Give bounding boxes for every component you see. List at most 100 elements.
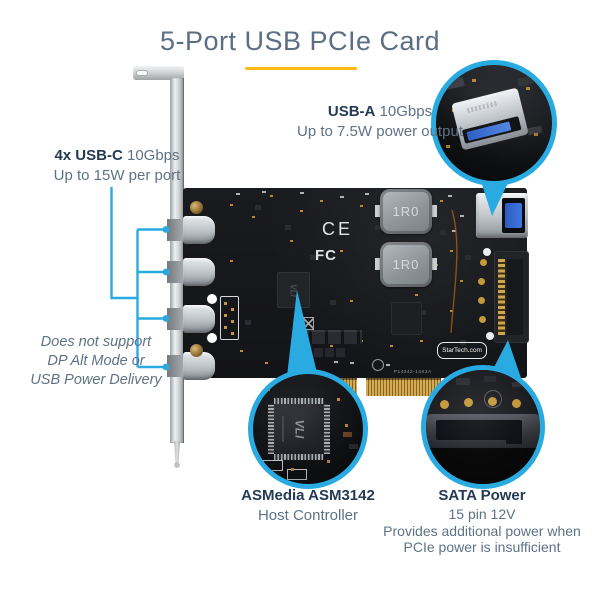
sata-slot [507, 259, 523, 335]
annotation-controller-label: ASMedia ASM3142 [241, 487, 375, 504]
inductor-2-pad [432, 258, 437, 270]
macro-component [512, 382, 522, 387]
usb-c-port-2-tab [167, 261, 184, 283]
annotation-controller-detail: Host Controller [257, 507, 359, 524]
inductor-1-pad [432, 205, 437, 217]
callout-pointers [287, 175, 522, 381]
usb-a-blue-tongue [505, 203, 522, 228]
mounting-hole-bottom [207, 333, 217, 343]
inductor-1-label: 1R0 [392, 204, 420, 219]
pcb-board [183, 188, 527, 378]
chip-etch-line [282, 416, 284, 442]
pcb-trace [450, 209, 458, 334]
annotation-usb-a-detail: Up to 7.5W power output [297, 123, 463, 140]
bracket-screw-bottom [190, 344, 203, 357]
note-line-2: DP Alt Mode or [47, 353, 145, 369]
macro-card-edge-shadow [426, 448, 540, 484]
sata-pins [498, 259, 505, 335]
controller-pointer [287, 290, 318, 377]
macro-component [484, 376, 496, 382]
annotation-controller: ASMedia ASM3142 Host Controller [208, 486, 408, 526]
mounting-hole-top [207, 294, 217, 304]
chip-pins-right [324, 404, 330, 454]
usb-c-port-4-tab [167, 355, 184, 377]
annotation-sata-detail1: 15 pin 12V [448, 506, 516, 522]
header-footprint-pads [224, 302, 227, 305]
full-height-bracket [170, 78, 184, 443]
note-line-1: Does not support [40, 334, 152, 350]
fcc-mark: FC [315, 247, 337, 264]
inductor-1-pad [375, 205, 380, 217]
photo-vignette [426, 370, 540, 484]
ce-mark: CE [322, 219, 354, 239]
macro-resistor [343, 432, 352, 437]
silkscreen-marks [236, 193, 240, 195]
brand-tld: com [469, 347, 482, 354]
bracket-pin-tip [174, 462, 180, 468]
photo-vignette [253, 374, 363, 484]
annotation-sata-detail2: Provides additional power when [383, 522, 581, 539]
pb-free-mark [372, 359, 384, 371]
photo-vignette [436, 65, 552, 181]
test-pad [483, 248, 491, 256]
usb-c-callout-dots [162, 226, 170, 371]
inductor-2-label: 1R0 [392, 257, 420, 272]
annotation-usb-c-note: Does not support DP Alt Mode or USB Powe… [0, 333, 196, 390]
macro-sata-key [506, 426, 522, 444]
part-number: P14342-14X2A [394, 369, 432, 374]
bracket-pin [173, 441, 181, 464]
callout-circle-sata [421, 365, 545, 489]
usb-c-port-3-tab [167, 308, 184, 330]
title-underline [245, 67, 357, 70]
brand-name: StarTech [442, 347, 468, 354]
pcie-edge-connector [366, 378, 441, 396]
macro-sata-connector [426, 414, 540, 448]
brand-dot: . [467, 347, 470, 354]
macro-silkscreen-circle [484, 390, 502, 408]
usb-a-port [476, 193, 528, 238]
callout-circle-usb-a [431, 60, 557, 186]
macro-pads [267, 388, 270, 391]
annotation-usb-a-label: USB-A [327, 103, 376, 120]
usb-c-callout-lines [110, 187, 165, 369]
macro-controller-chip: VLI [268, 398, 330, 460]
usb-c-port-2 [183, 258, 215, 286]
macro-footprint [263, 460, 283, 471]
annotation-usb-c-speed: 10Gbps [122, 147, 180, 164]
usb-c-port-1 [183, 216, 215, 244]
macro-solder-pads [440, 400, 449, 409]
inductor-2-pad [375, 258, 380, 270]
smd-chips [255, 205, 261, 210]
header-footprint [220, 296, 239, 340]
secondary-chip [391, 302, 422, 335]
brand-label: StarTech.com [437, 342, 487, 359]
macro-footprint [287, 469, 307, 480]
macro-component [456, 378, 470, 385]
chip-pins-top [274, 398, 324, 404]
macro-sata-slot [436, 420, 522, 440]
callout-circle-controller: VLI [248, 369, 368, 489]
chip-pins-bottom [274, 454, 324, 460]
host-controller-chip: VLI [277, 272, 310, 308]
annotation-sata: SATA Power 15 pin 12V Provides additiona… [362, 486, 600, 556]
annotation-usb-c-detail: Up to 15W per port [53, 167, 181, 184]
usb-c-port-3 [183, 305, 215, 333]
inductor-1: 1R0 [380, 189, 432, 234]
annotation-usb-c-label: 4x USB-C [54, 147, 123, 164]
sata-power-connector [494, 251, 529, 343]
ic-row-small [303, 348, 345, 357]
bracket-screw-slot [137, 71, 147, 75]
test-pad [486, 332, 494, 340]
usb-c-port-4 [183, 352, 215, 380]
annotation-sata-detail3: PCIe power is insufficient [403, 539, 561, 555]
bracket-hook [133, 66, 184, 80]
bracket-screw-top [190, 201, 203, 214]
smd-pads [230, 204, 233, 206]
annotation-usb-a-speed: 10Gbps [375, 103, 433, 120]
macro-resistor [349, 444, 358, 449]
note-line-3: USB Power Delivery [30, 372, 162, 388]
page-title: 5-Port USB PCIe Card [159, 26, 441, 56]
chip-pins-left [268, 404, 274, 454]
annotation-usb-c: 4x USB-C 10Gbps Up to 15W per port [17, 146, 217, 186]
